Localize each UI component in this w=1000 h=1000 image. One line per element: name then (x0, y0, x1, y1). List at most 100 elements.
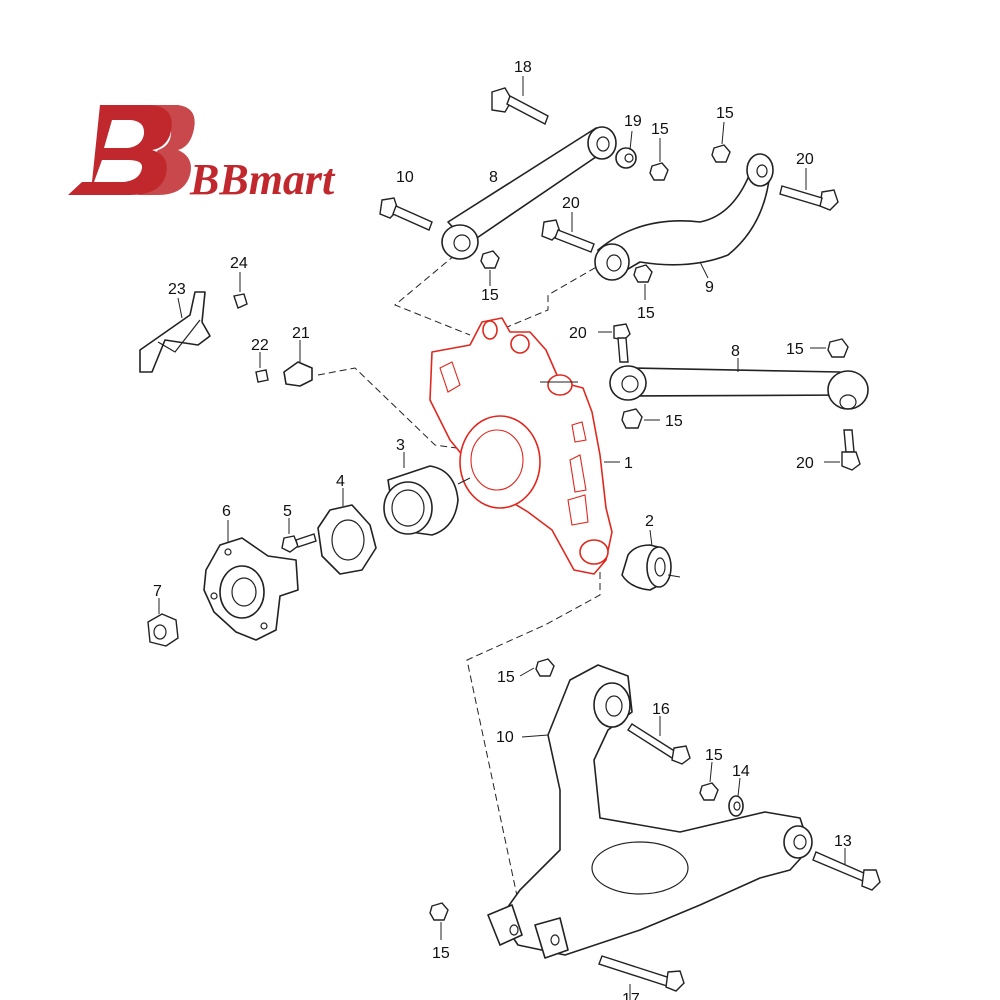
wheel-bearing-3 (383, 452, 471, 536)
cover-plate-4 (317, 488, 377, 575)
washer-14 (728, 777, 744, 817)
bolt-18 (491, 76, 549, 125)
guide-line-knuckle-controlarm (466, 572, 601, 911)
callout-15-arm9-top: 15 (716, 105, 734, 122)
bolt-16 (627, 716, 691, 765)
callout-9: 9 (705, 279, 714, 296)
bolt-17 (598, 955, 685, 1000)
sensor-21 (283, 340, 313, 387)
callout-15-link8: 15 (481, 287, 499, 304)
upper-link-bushing-rear (587, 126, 617, 160)
callout-1: 1 (624, 455, 633, 472)
nut-15-lowerarm-left (429, 902, 449, 940)
wheel-carrier-pocket-4 (571, 421, 587, 443)
callout-15-lowerarm-top: 15 (497, 669, 515, 686)
wheel-carrier-side-eye (547, 374, 573, 396)
callout-14: 14 (732, 763, 750, 780)
callout-3: 3 (396, 437, 405, 454)
lateral-link-body (629, 367, 853, 397)
logo-text: BBmart (189, 155, 336, 204)
callout-4: 4 (336, 473, 345, 490)
wheel-carrier-lower-eye (579, 539, 609, 565)
bolt-20-lateral-bottom (824, 429, 861, 471)
assembly-guide-lines (317, 254, 606, 911)
wheel-carrier-upper-eye (510, 334, 530, 354)
bolt-5 (281, 518, 317, 553)
nut-15-lateral-bottom (621, 408, 660, 429)
nut-15-link8 (480, 250, 500, 286)
arm-9-bushing-bottom (594, 243, 630, 281)
wheel-carrier-pocket-3 (567, 494, 589, 526)
control-arm-9 (594, 153, 774, 281)
arm-9-bushing-top-hole (756, 164, 768, 178)
callout-16: 16 (652, 701, 670, 718)
callout-10-upper: 10 (396, 169, 414, 186)
callout-6: 6 (222, 503, 231, 520)
bolt-24 (233, 272, 248, 309)
callout-17: 17 (622, 991, 640, 1000)
callout-8-lateral: 8 (731, 343, 740, 360)
bolt-10-upper (379, 197, 433, 231)
wheel-hub-6 (203, 520, 299, 641)
nut-15-arm9-top (711, 121, 731, 163)
nut-15-top (649, 138, 669, 181)
guide-line-sensor-knuckle (317, 367, 471, 451)
callout-10-lower: 10 (496, 729, 514, 746)
logo-mark-b2 (138, 105, 195, 195)
callout-21: 21 (292, 325, 310, 342)
nut-15-lowerarm-right (699, 761, 719, 801)
callout-8-upper: 8 (489, 169, 498, 186)
callout-20-lateral-bottom: 20 (796, 455, 814, 472)
callout-13: 13 (834, 833, 852, 850)
callout-19: 19 (624, 113, 642, 130)
lower-control-arm-10 (487, 664, 813, 959)
wheel-carrier-pocket-1 (439, 361, 461, 393)
wheel-carrier-pocket-2 (569, 454, 587, 493)
callout-15-lowerarm-left: 15 (432, 945, 450, 962)
callout-20-lateral-top: 20 (569, 325, 587, 342)
callout-15-top: 15 (651, 121, 669, 138)
wheel-carrier-bore-inner (470, 429, 524, 491)
bbmart-logo: BBmart (68, 105, 336, 204)
callout-15-arm9-bottom: 15 (637, 305, 655, 322)
upper-link-bushing-rear-hole (596, 136, 610, 152)
callout-7: 7 (153, 583, 162, 600)
upper-link-bushing-front (441, 224, 479, 260)
guide-line-arm9-knuckle (499, 261, 606, 331)
bracket-23 (139, 291, 211, 373)
callout-22: 22 (251, 337, 269, 354)
lateral-link-8 (609, 358, 869, 410)
nut-15-arm9-bottom (633, 264, 653, 300)
bolt-20-arm9-lower (541, 212, 595, 253)
callout-24: 24 (230, 255, 248, 272)
callout-15-lateral-bottom: 15 (665, 413, 683, 430)
wheel-carrier-top-eye (482, 320, 498, 340)
nut-15-lowerarm-top (519, 658, 555, 677)
upper-link-8 (441, 126, 617, 260)
callout-15-lateral-right: 15 (786, 341, 804, 358)
callout-20-arm9: 20 (796, 151, 814, 168)
logo-mark-b1 (68, 105, 172, 195)
wheel-carrier-1 (429, 317, 620, 575)
callout-5: 5 (283, 503, 292, 520)
screw-22 (255, 352, 269, 383)
bushing-2 (621, 529, 681, 591)
arm-9-bushing-top (746, 153, 774, 187)
guide-line-link8-knuckle (394, 254, 471, 336)
callout-15-lowerarm-right: 15 (705, 747, 723, 764)
callout-20-arm9-lower: 20 (562, 195, 580, 212)
bolt-20-arm9 (779, 168, 839, 211)
wheel-carrier-bore (459, 415, 541, 509)
upper-link-bushing-front-hole (453, 234, 471, 252)
hub-nut-7 (147, 598, 179, 647)
callout-23: 23 (168, 281, 186, 298)
callout-labels: 18 19 15 15 20 10 8 20 24 23 9 15 15 21 … (153, 59, 852, 1000)
bolt-20-lateral-top (598, 323, 631, 363)
bolt-13 (812, 848, 881, 891)
arm-9-bushing-bottom-hole (606, 254, 622, 272)
callout-18: 18 (514, 59, 532, 76)
washer-19 (615, 130, 637, 169)
callout-2: 2 (645, 513, 654, 530)
